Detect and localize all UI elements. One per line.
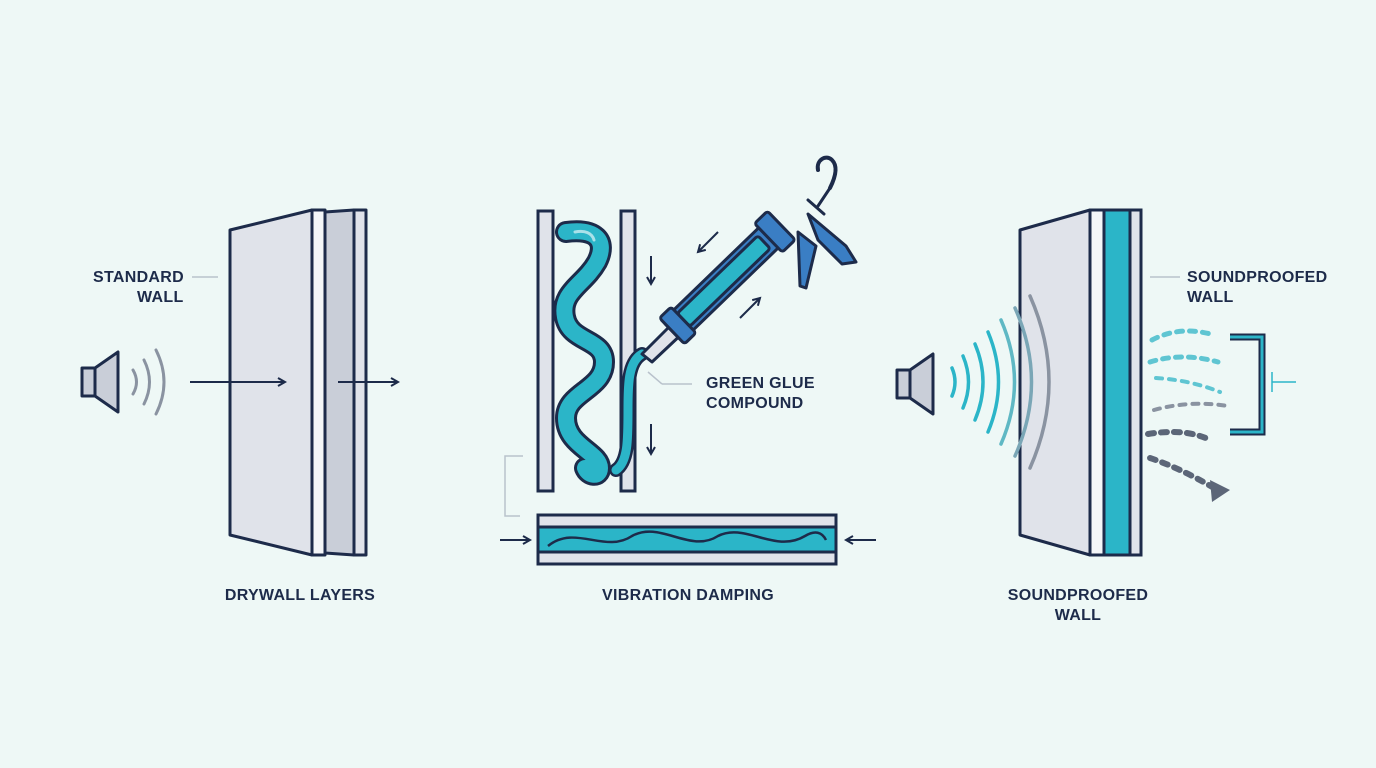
label-soundproofed-wall-top: SOUNDPROOFED WALL xyxy=(1187,268,1328,308)
label-standard-wall: STANDARD WALL xyxy=(93,268,184,308)
sound-wave-icon xyxy=(131,348,166,416)
leader-line xyxy=(504,455,523,517)
sound-wave-icon xyxy=(950,294,1051,470)
label-line: SOUNDPROOFED xyxy=(1007,587,1149,604)
arrow-icon xyxy=(698,231,719,252)
label-line: GREEN GLUE xyxy=(706,375,815,392)
standard-wall-group xyxy=(80,208,398,557)
bracket-icon xyxy=(1230,335,1264,434)
damping-sandwich xyxy=(536,513,838,566)
label-line: WALL xyxy=(137,289,184,306)
sound-wave-icon xyxy=(1145,328,1230,491)
speaker-icon xyxy=(895,352,935,416)
bracket-icon xyxy=(1230,333,1266,436)
label-drywall-layers: DRYWALL LAYERS xyxy=(224,587,376,604)
soundproofed-wall-group xyxy=(895,208,1296,557)
label-line: STANDARD xyxy=(93,269,184,286)
label-line: SOUNDPROOFED xyxy=(1187,269,1328,286)
label-soundproofed-wall-bottom: SOUNDPROOFED WALL xyxy=(998,586,1158,626)
leader-line xyxy=(647,371,663,385)
glue-squiggle xyxy=(553,220,649,486)
arrow-icon xyxy=(739,298,760,319)
arrow-icon xyxy=(1210,480,1230,502)
green-glue-group xyxy=(500,155,876,566)
panel-left xyxy=(536,209,555,493)
soundproof-wall-panel xyxy=(1018,208,1143,557)
speaker-icon xyxy=(80,350,120,414)
caulk-gun-icon xyxy=(640,155,858,364)
label-green-glue-compound: GREEN GLUE COMPOUND xyxy=(706,374,815,414)
label-line: WALL xyxy=(1187,289,1234,306)
label-line: WALL xyxy=(1054,607,1102,624)
label-vibration-damping: VIBRATION DAMPING xyxy=(602,587,774,604)
label-line: COMPOUND xyxy=(706,395,804,412)
